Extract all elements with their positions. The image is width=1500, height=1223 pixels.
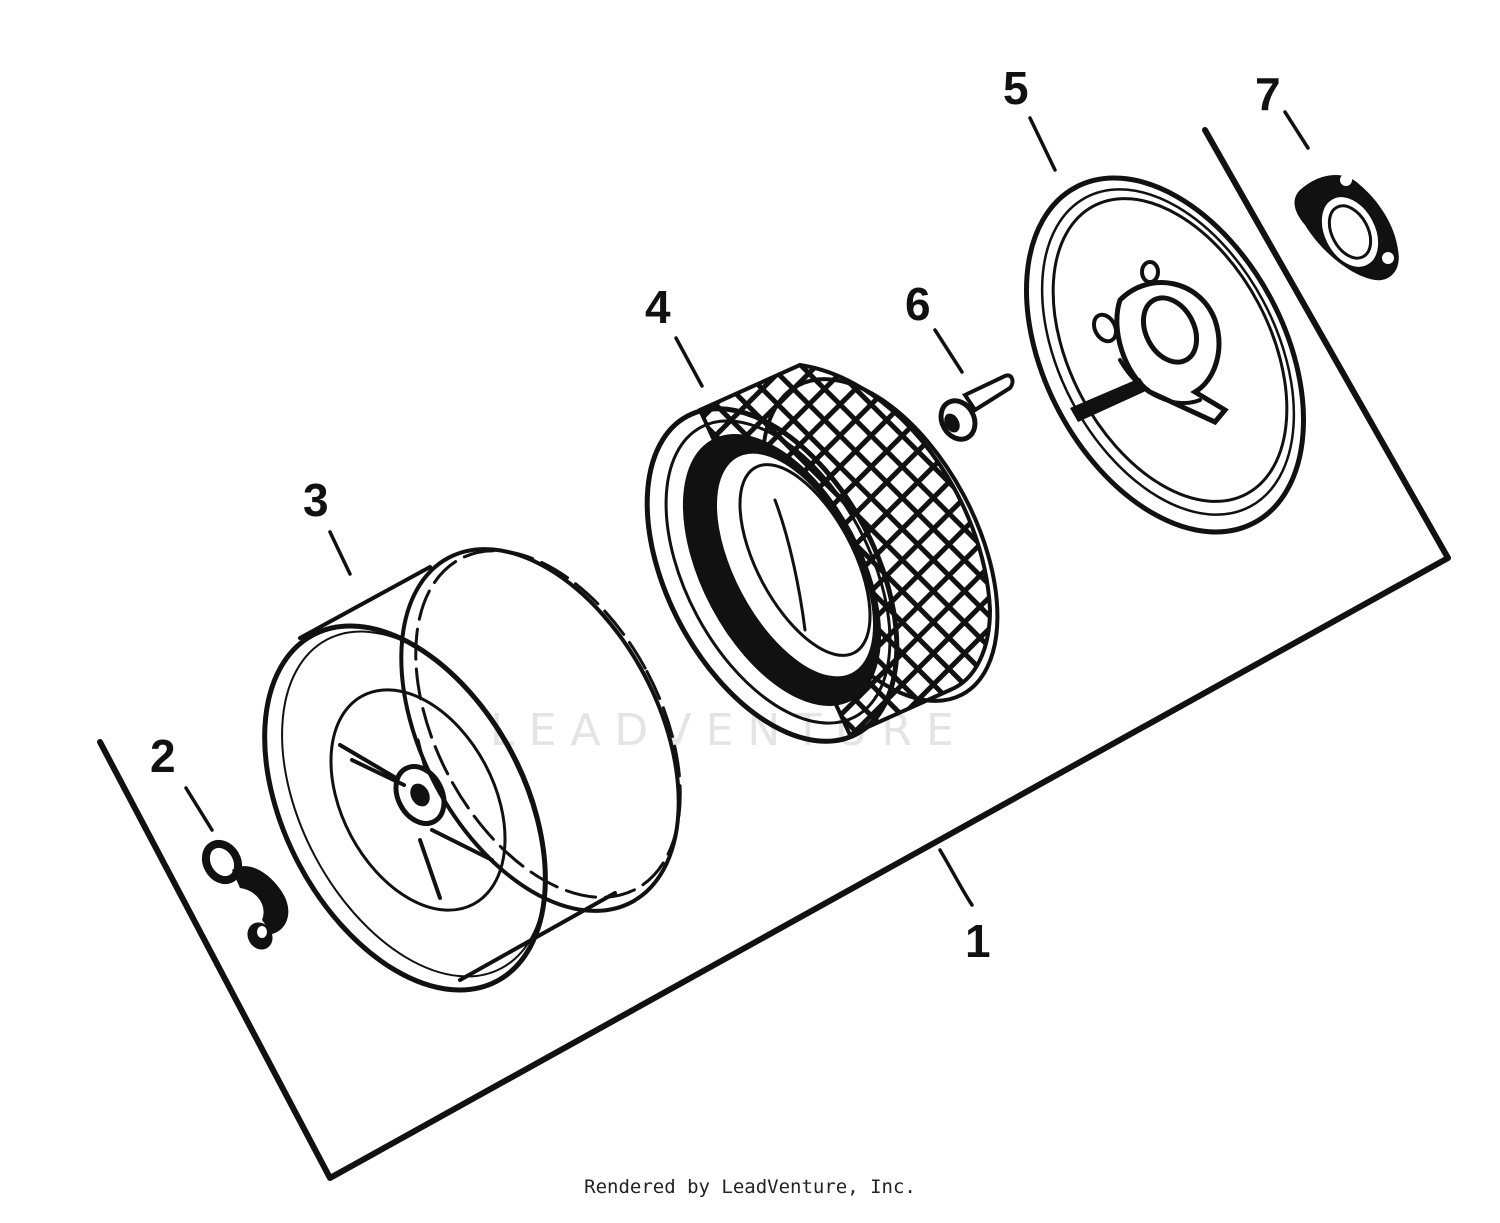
callout-7: 7 — [1255, 68, 1281, 120]
base-plate — [1023, 116, 1307, 535]
filter-element — [644, 336, 1000, 744]
rendered-by-credit: Rendered by LeadVenture, Inc. — [584, 1176, 916, 1198]
gasket — [1283, 110, 1399, 281]
callout-2: 2 — [150, 730, 176, 782]
assembly-bracket — [97, 127, 1451, 1181]
callout-3: 3 — [303, 474, 329, 526]
callout-5: 5 — [1003, 62, 1029, 114]
air-cleaner-cover — [262, 530, 682, 993]
callout-4: 4 — [645, 281, 671, 333]
callout-1: 1 — [965, 915, 991, 967]
screw — [933, 328, 1015, 442]
callout-6: 6 — [905, 278, 931, 330]
wing-nut — [184, 786, 289, 950]
